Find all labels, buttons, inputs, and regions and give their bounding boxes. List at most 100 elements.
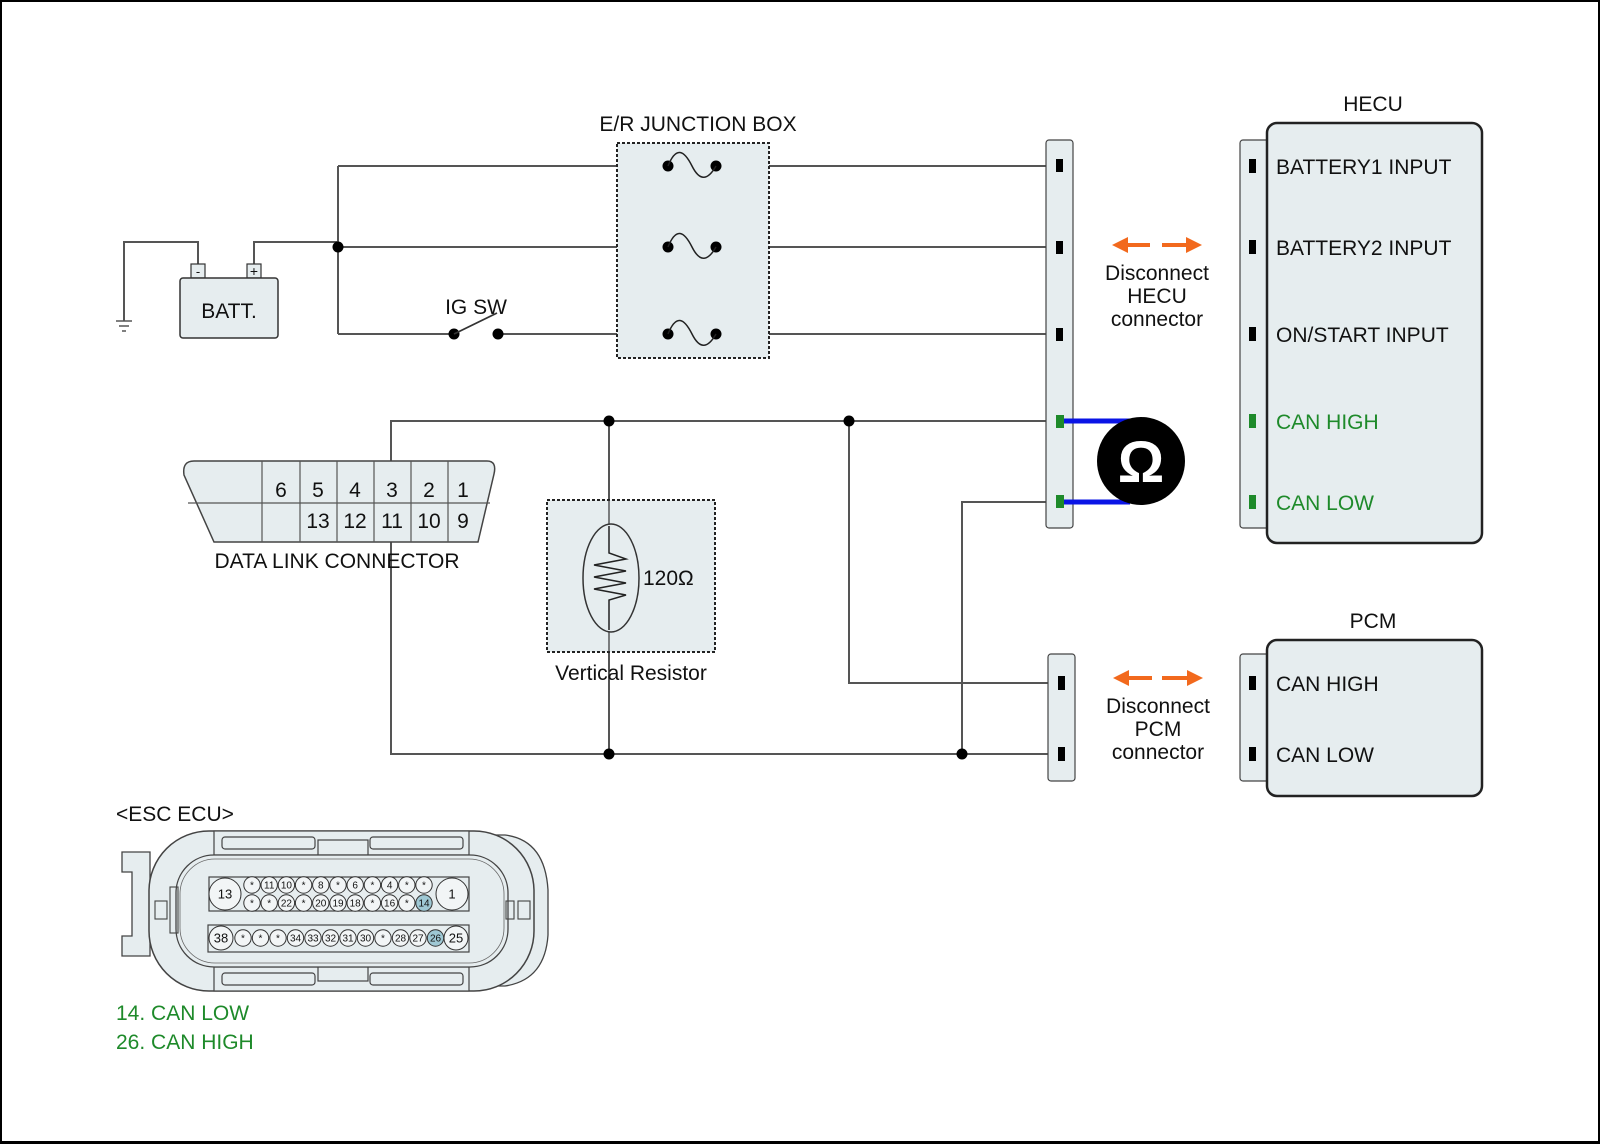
pcm-pin: CAN LOW <box>1249 744 1374 767</box>
esc-pin: * <box>269 929 287 947</box>
esc-pin-label: 6 <box>352 881 358 892</box>
junction-dot <box>332 241 344 253</box>
esc-pin: 32 <box>321 929 340 947</box>
hecu-pin: BATTERY2 INPUT <box>1249 237 1452 260</box>
esc-pin-label: * <box>302 881 306 892</box>
switch-blade <box>453 312 498 335</box>
esc-pin: * <box>398 894 416 912</box>
dlc-pin-number: 12 <box>343 510 366 533</box>
esc-pin-circle <box>304 929 322 947</box>
pcm-pin: CAN HIGH <box>1249 673 1379 696</box>
esc-pin-circle <box>391 929 410 947</box>
esc-pin-circle <box>277 894 296 912</box>
esc-pin-label: 25 <box>449 931 463 946</box>
esc-pin: * <box>294 876 313 894</box>
esc-pin: 19 <box>329 894 347 912</box>
battery-positive-wire <box>253 241 338 264</box>
esc-pin-label: * <box>422 881 426 892</box>
esc-pin-label: * <box>276 934 280 945</box>
esc-pin-circle <box>409 929 427 947</box>
esc-pin-label: 10 <box>281 881 293 892</box>
hecu-pin: CAN LOW <box>1249 492 1374 515</box>
battery-label: BATT. <box>201 300 257 323</box>
esc-pin-circle <box>398 876 416 894</box>
pcm-body <box>1265 638 1484 798</box>
esc-pin-circle <box>277 876 296 894</box>
arrow-left-right-icon <box>1113 670 1203 686</box>
esc-pin: 25 <box>443 925 469 951</box>
ignition-switch: IG SW <box>445 296 507 340</box>
dlc-pin-number: 11 <box>381 510 403 533</box>
esc-pin: 13 <box>208 877 242 911</box>
hecu-body <box>1265 121 1484 545</box>
esc-pin: 28 <box>391 929 410 947</box>
esc-pin-circle <box>234 929 252 947</box>
ohmmeter: Ω <box>1064 417 1185 505</box>
esc-pin-circle <box>363 876 382 894</box>
fuse <box>662 319 722 346</box>
esc-pin-circle <box>312 876 330 894</box>
hecu-pin-label: ON/START INPUT <box>1276 324 1449 347</box>
esc-pin-label: * <box>259 934 263 945</box>
esc-pin-label: * <box>250 881 254 892</box>
esc-pin-label: * <box>370 881 374 892</box>
esc-pin-circle <box>356 929 375 947</box>
esc-pin-circle <box>208 925 234 951</box>
dlc-pin-number: 2 <box>423 479 435 502</box>
pcm-harness-connector[interactable] <box>1047 653 1076 782</box>
dlc-pin-number: 9 <box>457 510 469 533</box>
fuse <box>662 232 722 259</box>
dlc-pin-number: 13 <box>306 510 329 533</box>
esc-pin-circle <box>380 876 399 894</box>
esc-pin: 30 <box>356 929 375 947</box>
switch-contact <box>492 328 504 340</box>
esc-pin: 8 <box>312 876 330 894</box>
battery-neg-label: - <box>196 264 200 279</box>
esc-pin-label: 32 <box>325 934 337 945</box>
esc-pin: 22 <box>277 894 296 912</box>
can-high-to-pcm-wire <box>848 421 1062 684</box>
esc-pin-label: 20 <box>315 899 327 910</box>
harness-pin <box>1056 159 1063 172</box>
hecu-harness-connector[interactable] <box>1045 139 1074 529</box>
esc-pin-label: * <box>370 899 374 910</box>
legend-can-low: 14. CAN LOW <box>116 1002 249 1025</box>
esc-pin: * <box>374 929 392 947</box>
hecu-pin-label: CAN HIGH <box>1276 411 1379 434</box>
disconnect-hecu-line2: HECU <box>1127 285 1187 308</box>
resistor-icon <box>593 526 629 630</box>
resistor-outline <box>582 523 640 633</box>
harness-pin <box>1056 241 1063 254</box>
esc-pin: * <box>398 876 416 894</box>
esc-pin-circle <box>251 929 270 947</box>
esc-pin-label: 11 <box>264 881 275 892</box>
dlc-pin-number: 3 <box>386 479 398 502</box>
esc-pin-label: 26 <box>430 934 442 945</box>
esc-pin-label: 27 <box>412 934 424 945</box>
ground-icon <box>116 320 132 332</box>
harness-pin <box>1058 747 1065 761</box>
esc-pin: 27 <box>409 929 427 947</box>
esc-pin-label: * <box>381 934 385 945</box>
esc-pin-label: 31 <box>342 934 354 945</box>
legend-can-high: 26. CAN HIGH <box>116 1031 254 1054</box>
pin-terminal <box>1249 240 1256 254</box>
esc-pin: * <box>234 929 252 947</box>
esc-pin: * <box>260 894 278 912</box>
esc-pin-label: 4 <box>387 881 393 892</box>
pin-terminal <box>1249 747 1256 761</box>
esc-pin: * <box>243 876 261 894</box>
ohm-icon: Ω <box>1118 430 1165 495</box>
esc-pin-label: * <box>250 899 254 910</box>
pin-terminal <box>1249 414 1256 428</box>
junction-dot <box>603 748 615 760</box>
esc-pin-circle <box>208 877 242 911</box>
esc-pin-circle <box>426 929 445 947</box>
esc-pin-circle <box>243 894 261 912</box>
esc-pin-label: * <box>241 934 245 945</box>
esc-pin: * <box>251 929 270 947</box>
dlc-pin-number: 1 <box>457 479 469 502</box>
resistor-title: Vertical Resistor <box>555 662 707 685</box>
hecu-pin: BATTERY1 INPUT <box>1249 156 1452 179</box>
